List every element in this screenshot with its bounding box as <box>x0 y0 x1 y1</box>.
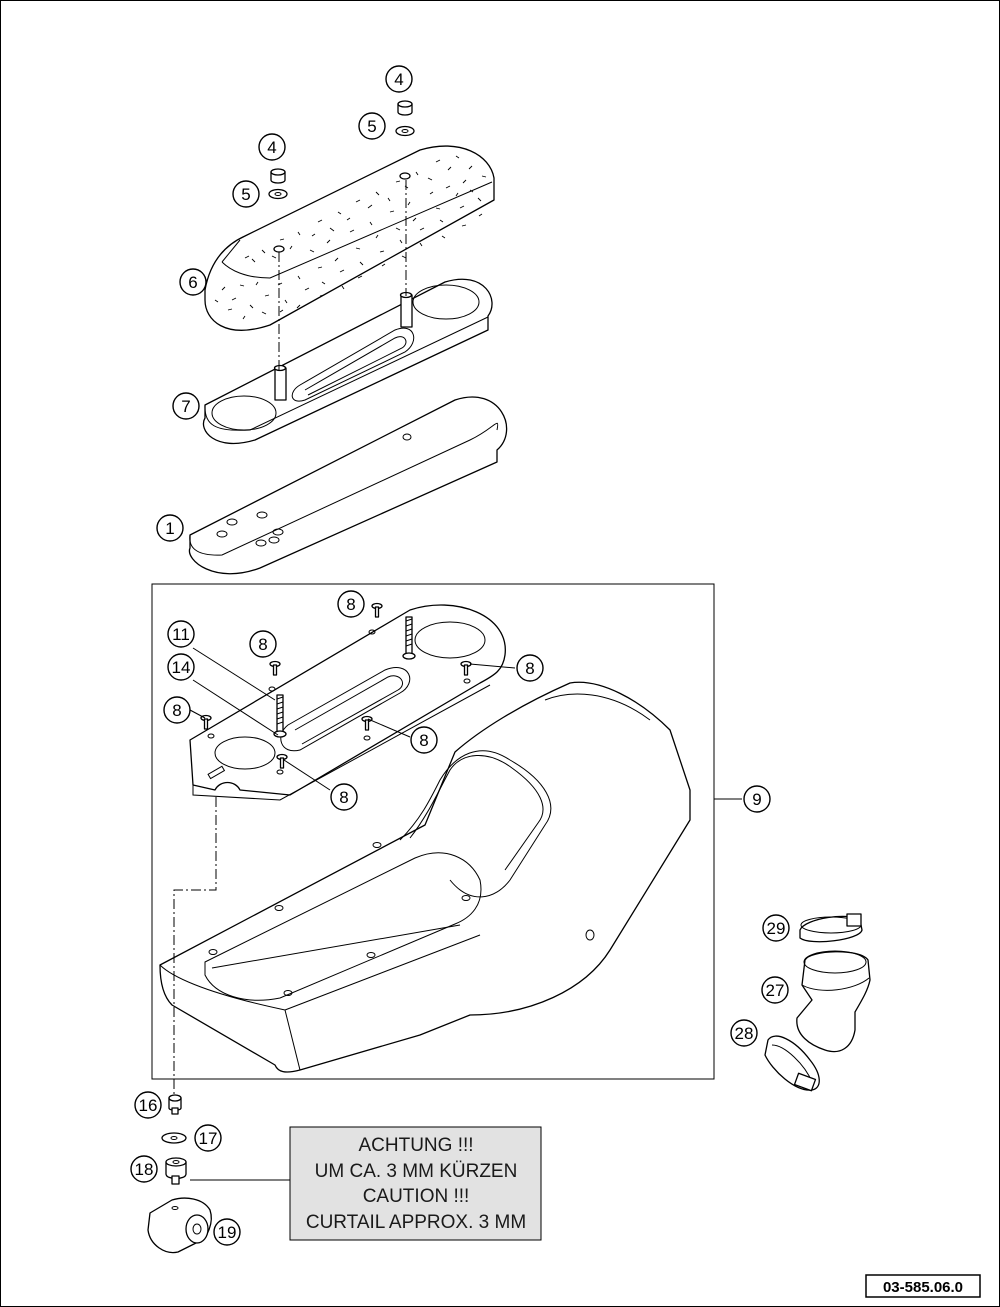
part-7-filter-frame <box>202 278 493 445</box>
callout-circle <box>213 1218 241 1246</box>
caution-note: ACHTUNG !!! UM CA. 3 MM KÜRZEN CAUTION !… <box>289 1126 542 1241</box>
callout-number: 4 <box>394 70 403 89</box>
callout-number: 16 <box>139 1096 158 1115</box>
callout-number: 27 <box>766 981 785 1000</box>
callout-circle <box>730 1019 758 1047</box>
callout-circle <box>330 783 358 811</box>
callout-14: 14 <box>167 653 195 681</box>
callout-circle <box>385 65 413 93</box>
callout-number: 8 <box>172 701 181 720</box>
callout-circle <box>337 590 365 618</box>
callout-number: 5 <box>241 185 250 204</box>
callout-circle <box>249 630 277 658</box>
callout-number: 8 <box>525 659 534 678</box>
callout-circle <box>762 914 790 942</box>
callout-29: 29 <box>762 914 790 942</box>
callout-circle <box>172 392 200 420</box>
callout-number: 8 <box>339 788 348 807</box>
part-1-base-plate <box>188 396 508 575</box>
callout-circle <box>163 696 191 724</box>
callout-number: 6 <box>188 273 197 292</box>
callout-9: 9 <box>743 785 771 813</box>
drawing-number-box: 03-585.06.0 <box>865 1274 981 1298</box>
callout-circle <box>167 620 195 648</box>
callout-6: 6 <box>179 268 207 296</box>
callout-8: 8 <box>163 696 191 724</box>
callout-8: 8 <box>516 654 544 682</box>
note-line-2: UM CA. 3 MM KÜRZEN <box>315 1161 518 1182</box>
callout-number: 17 <box>199 1129 218 1148</box>
callout-8: 8 <box>249 630 277 658</box>
callout-number: 5 <box>367 117 376 136</box>
drawing-number: 03-585.06.0 <box>883 1279 963 1296</box>
callout-11: 11 <box>167 620 195 648</box>
callout-16: 16 <box>134 1091 162 1119</box>
callout-number: 8 <box>419 731 428 750</box>
callout-number: 1 <box>165 519 174 538</box>
callout-circle <box>232 180 260 208</box>
callout-circle <box>410 726 438 754</box>
callout-number: 29 <box>767 919 786 938</box>
callout-circle <box>516 654 544 682</box>
hardware-nuts-washers <box>268 100 415 372</box>
callout-7: 7 <box>172 392 200 420</box>
callout-17: 17 <box>194 1124 222 1152</box>
callout-circle <box>134 1091 162 1119</box>
callout-circle <box>743 785 771 813</box>
callout-18: 18 <box>130 1155 158 1183</box>
callout-number: 18 <box>135 1160 154 1179</box>
part-6-air-filter-foam <box>204 145 495 331</box>
callout-circle <box>167 653 195 681</box>
callout-8: 8 <box>337 590 365 618</box>
callout-19: 19 <box>213 1218 241 1246</box>
callout-circle <box>761 976 789 1004</box>
callout-number: 19 <box>218 1223 237 1242</box>
part-9-top-plate <box>189 604 506 801</box>
callout-circle <box>194 1124 222 1152</box>
callout-number: 8 <box>346 595 355 614</box>
callout-number: 8 <box>258 635 267 654</box>
note-line-1: ACHTUNG !!! <box>358 1135 473 1156</box>
callout-1: 1 <box>156 514 184 542</box>
callout-4: 4 <box>385 65 413 93</box>
note-line-4: CURTAIL APPROX. 3 MM <box>306 1212 526 1233</box>
callout-number: 14 <box>172 658 191 677</box>
intake-boot-27-and-clamps <box>764 913 871 1092</box>
callout-8: 8 <box>410 726 438 754</box>
callout-circle <box>156 514 184 542</box>
callout-circle <box>179 268 207 296</box>
callout-8: 8 <box>330 783 358 811</box>
callout-5: 5 <box>232 180 260 208</box>
callout-number: 7 <box>181 397 190 416</box>
callout-number: 4 <box>267 138 276 157</box>
note-line-3: CAUTION !!! <box>363 1186 470 1207</box>
callout-27: 27 <box>761 976 789 1004</box>
leader-lines <box>189 647 516 1181</box>
callout-circle <box>130 1155 158 1183</box>
callout-28: 28 <box>730 1019 758 1047</box>
callout-circle <box>258 133 286 161</box>
callout-5: 5 <box>358 112 386 140</box>
callout-circle <box>358 112 386 140</box>
group-9-box <box>151 583 715 1080</box>
callout-number: 9 <box>752 790 761 809</box>
long-bolts-11-14 <box>273 616 416 738</box>
screws-8 <box>200 602 472 769</box>
callout-number: 11 <box>172 625 190 644</box>
foam-texture <box>214 155 487 320</box>
mount-hardware-16-19 <box>147 1094 212 1254</box>
callout-number: 28 <box>735 1024 754 1043</box>
callout-4: 4 <box>258 133 286 161</box>
part-9-airbox <box>159 681 691 1073</box>
